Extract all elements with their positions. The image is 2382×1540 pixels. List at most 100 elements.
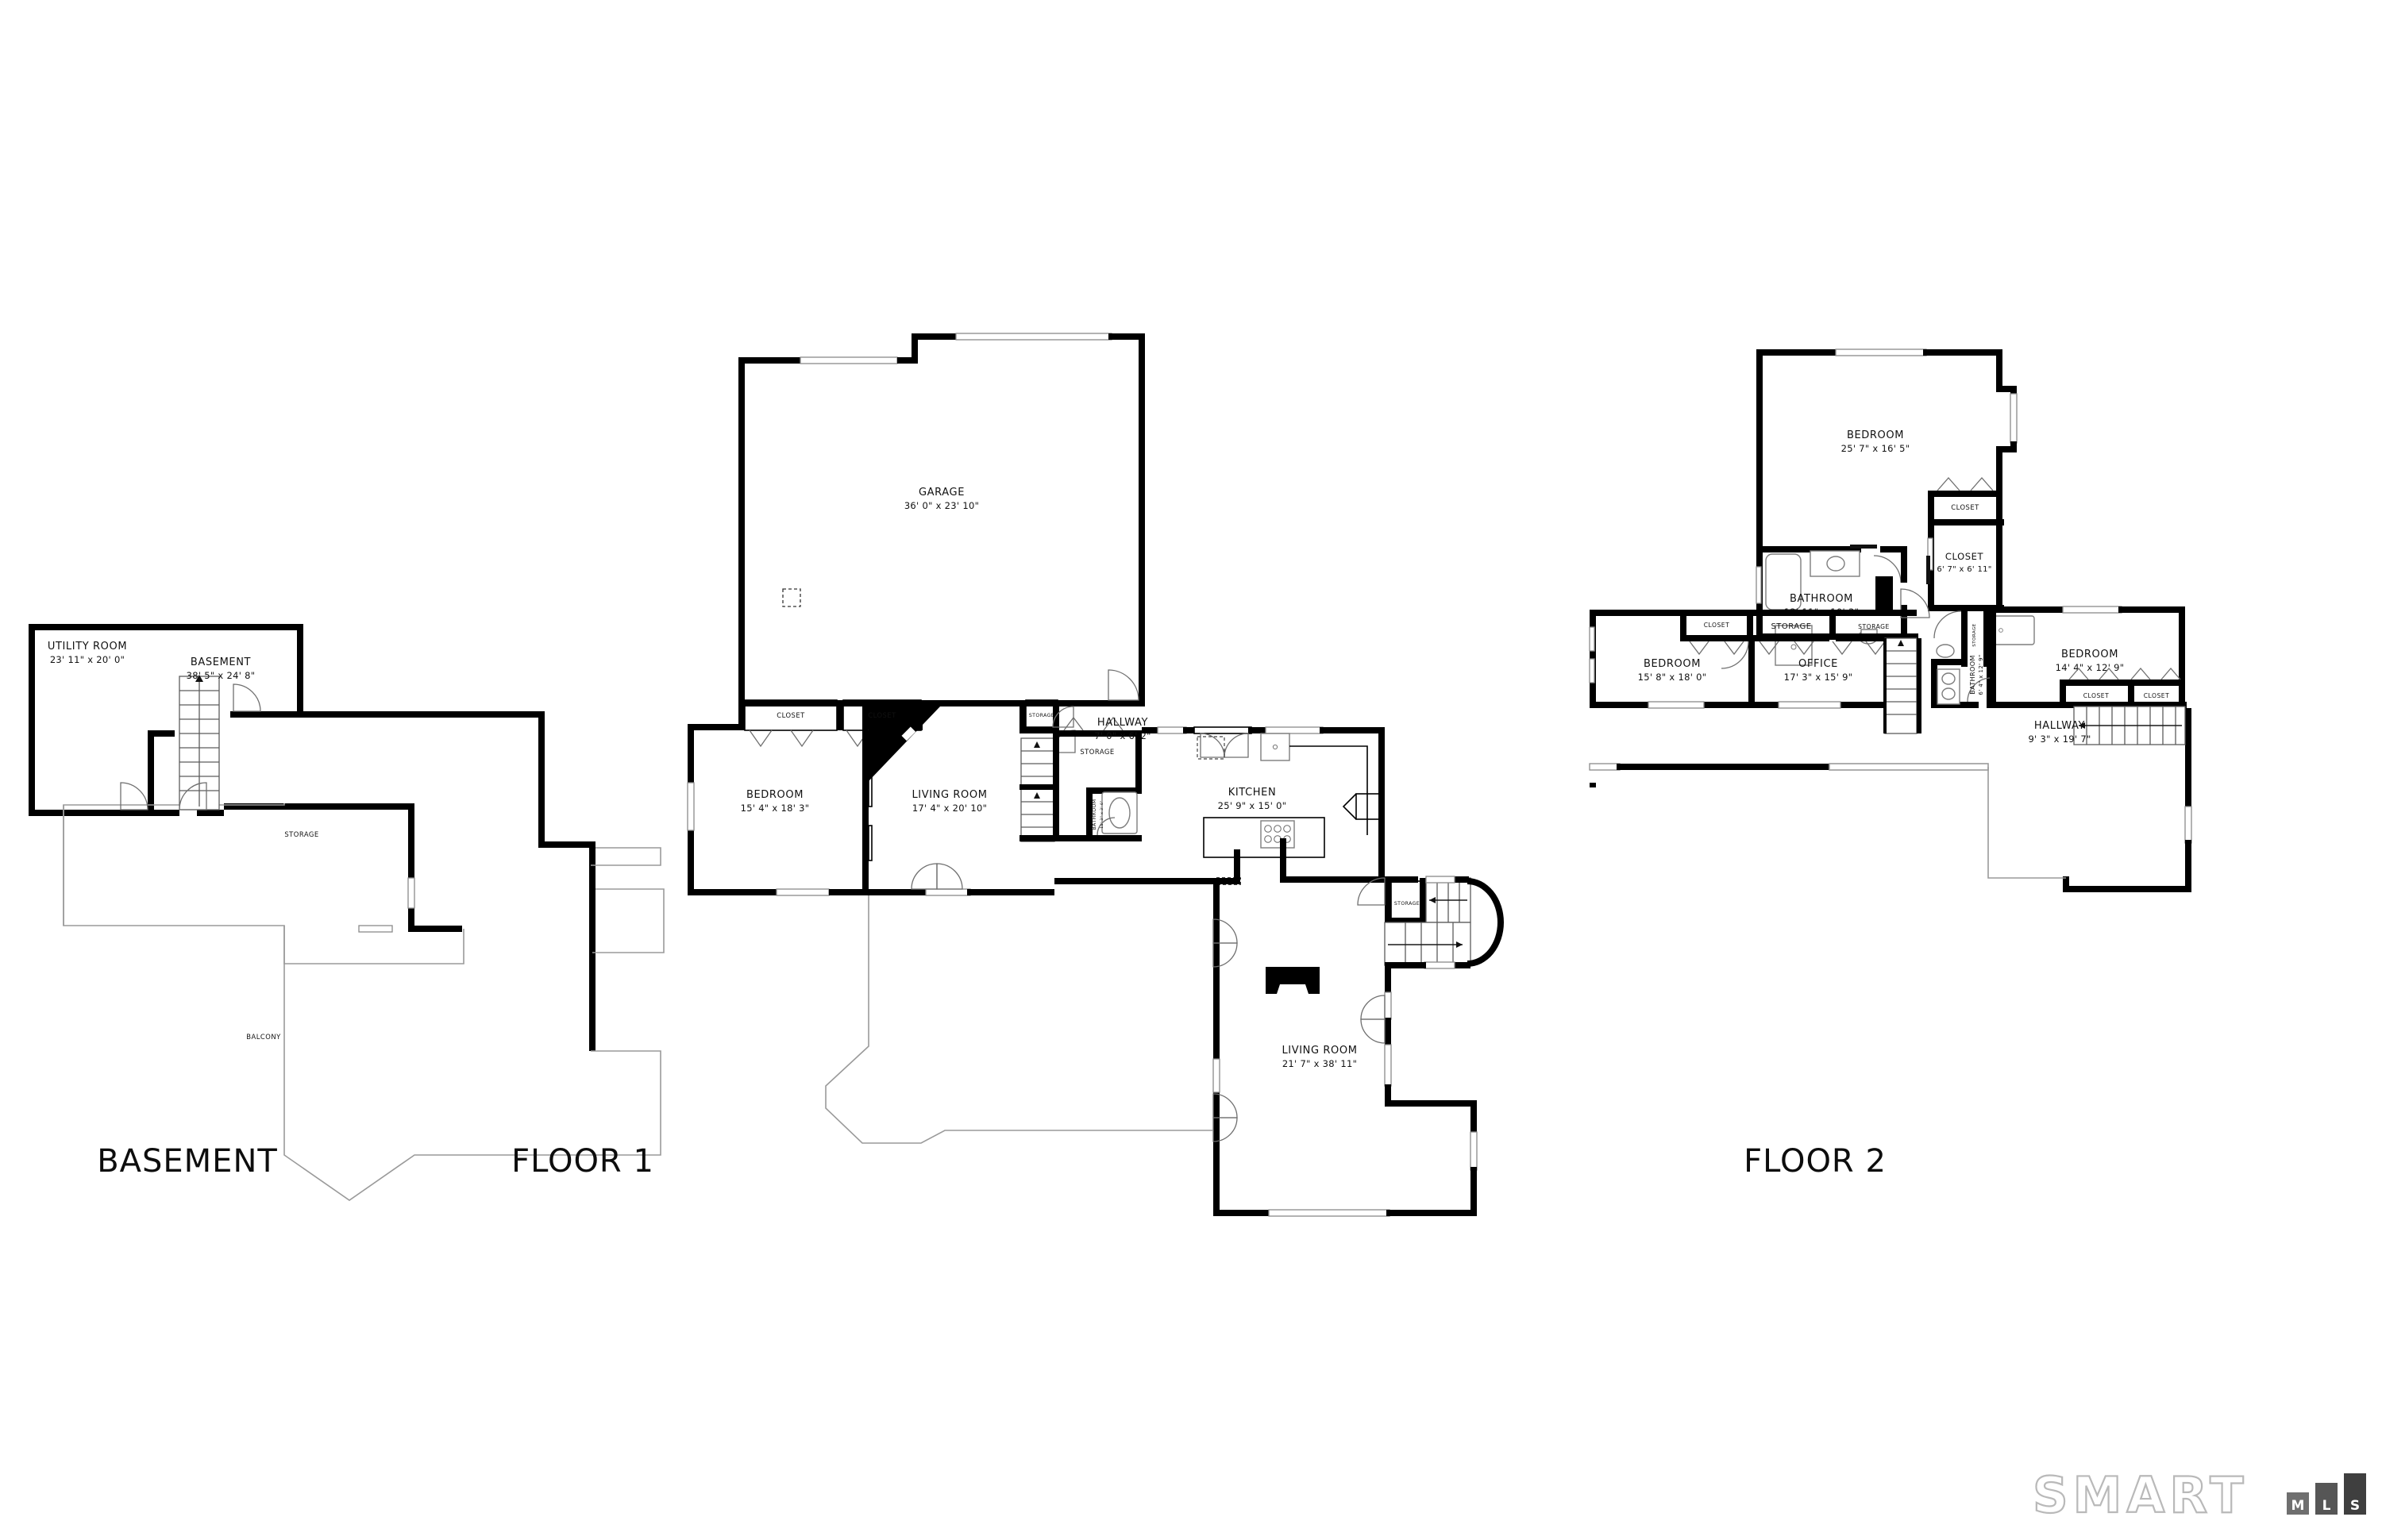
floor2-wall <box>2118 606 2184 613</box>
floor2-wall <box>1996 446 2017 452</box>
garage-floor-drain <box>782 588 801 607</box>
badge-s-box <box>2344 1473 2366 1515</box>
floor1-wall <box>1135 730 1142 794</box>
stair-direction-arrow <box>1034 792 1040 799</box>
floor1-wall <box>912 333 959 340</box>
room-dimension: 15' 8" x 18' 0" <box>1638 672 1707 683</box>
wall-segment <box>1850 545 1877 549</box>
floor1-wall <box>869 889 927 895</box>
window <box>955 333 1112 341</box>
window <box>1589 763 1621 771</box>
floor2-wall <box>1996 491 2002 524</box>
floor1-wall <box>1019 700 1026 733</box>
room-label: STORAGE <box>1858 623 1890 630</box>
floor2-wall <box>1928 519 2004 526</box>
badge-l-letter: L <box>2322 1498 2331 1514</box>
room-label: STORAGE <box>284 830 318 838</box>
basement-wall <box>297 624 303 718</box>
balcony-outline <box>283 926 661 1201</box>
floor1-wall <box>897 357 918 364</box>
window <box>1778 701 1841 709</box>
floor1-plan: STORAGE STORAGE <box>511 333 1504 1217</box>
floor1-wall <box>1054 878 1220 884</box>
floor-title-floor2: FLOOR 2 <box>1744 1143 1887 1180</box>
basement-wall <box>29 624 35 816</box>
room-dimension: 15' 4" x 18' 3" <box>741 803 810 814</box>
floor1-wall <box>1019 727 1058 733</box>
room-label: KITCHEN <box>1228 787 1277 799</box>
room-dimension: 14' 4" x 12' 9" <box>2056 662 2125 673</box>
floor1-wall <box>1470 1167 1477 1216</box>
floor1-wall <box>1386 1210 1477 1216</box>
room-dimension: 25' 9" x 15' 0" <box>1218 800 1287 811</box>
room-dimension: 36' 0" x 23' 10" <box>904 500 979 511</box>
floor1-wall <box>688 889 835 895</box>
floor2-stairs <box>1884 637 1918 734</box>
basement-wall <box>589 891 596 959</box>
floor1-wall <box>1053 835 1142 841</box>
basement-wall <box>408 803 414 880</box>
floor1-wall <box>688 724 745 730</box>
floor1-wall <box>1280 876 1382 883</box>
floor2-wall <box>2128 680 2134 708</box>
floor1-wall <box>1234 849 1240 884</box>
window <box>925 888 971 896</box>
room-dimension: 11' 3" x 3' 6" <box>1100 800 1104 829</box>
door-swing <box>233 683 261 712</box>
floor2-wall <box>1747 610 1753 638</box>
stair-direction-arrow <box>195 675 203 682</box>
door-swing <box>1357 877 1386 906</box>
stair-direction-arrow <box>1898 640 1904 646</box>
room-dimension: 17' 4" x 20' 10" <box>912 803 987 814</box>
door-swing <box>936 863 963 890</box>
room-label: BATHROOM <box>1790 593 1853 605</box>
floor2-wall <box>1931 702 1979 708</box>
room-label: CLOSET <box>2083 692 2110 699</box>
floor2-wall <box>2060 680 2182 686</box>
floor2-wall <box>1961 611 1968 667</box>
room-label: BEDROOM <box>1644 658 1701 670</box>
floor1-wall <box>1213 1035 1220 1216</box>
floor1-wall <box>1385 918 1426 924</box>
room-label: GARAGE <box>919 487 965 499</box>
badge-l-box <box>2315 1483 2338 1515</box>
floor1-wall <box>1213 989 1220 1037</box>
floor2-wall <box>1756 349 1839 356</box>
floor1-wall <box>1213 1210 1272 1216</box>
window <box>1756 566 1762 604</box>
floor1-wall <box>1385 1100 1477 1107</box>
floor2-wall <box>1753 764 1829 770</box>
window <box>2062 606 2122 614</box>
floor1-wall <box>738 357 745 706</box>
hall-edge <box>1987 767 2066 879</box>
basement-wall <box>224 803 414 810</box>
window <box>1384 991 1392 1020</box>
floor1-wall <box>1108 333 1145 340</box>
floor1-wall <box>1382 876 1418 883</box>
window <box>358 925 393 933</box>
floor1-wall <box>829 889 869 895</box>
floor2-wall <box>1928 605 2004 611</box>
floor2-wall <box>1901 546 1907 583</box>
floor1-wall <box>1420 878 1426 924</box>
floor1-wall <box>1053 730 1142 737</box>
tub-drain <box>1998 628 2003 633</box>
floor1-wall <box>738 700 1145 706</box>
floor2-wall <box>2063 876 2069 892</box>
basement-wall <box>148 730 154 810</box>
floor1-wall <box>1213 910 1220 995</box>
floor1-wall <box>738 357 800 364</box>
floor2-wall <box>1928 491 1934 524</box>
floor1-wall <box>1019 835 1054 841</box>
room-label: STORAGE <box>1394 901 1420 907</box>
floor2-wall <box>1829 610 1836 638</box>
room-dimension: 17' 3" x 15' 9" <box>1784 672 1853 683</box>
floor2-wall <box>1996 446 2002 494</box>
floor2-wall <box>1617 764 1763 770</box>
window <box>1157 726 1187 734</box>
deck-outline <box>825 895 1213 1144</box>
basement-wall <box>29 810 179 816</box>
window <box>1424 961 1455 969</box>
sink-drain <box>1272 744 1278 750</box>
